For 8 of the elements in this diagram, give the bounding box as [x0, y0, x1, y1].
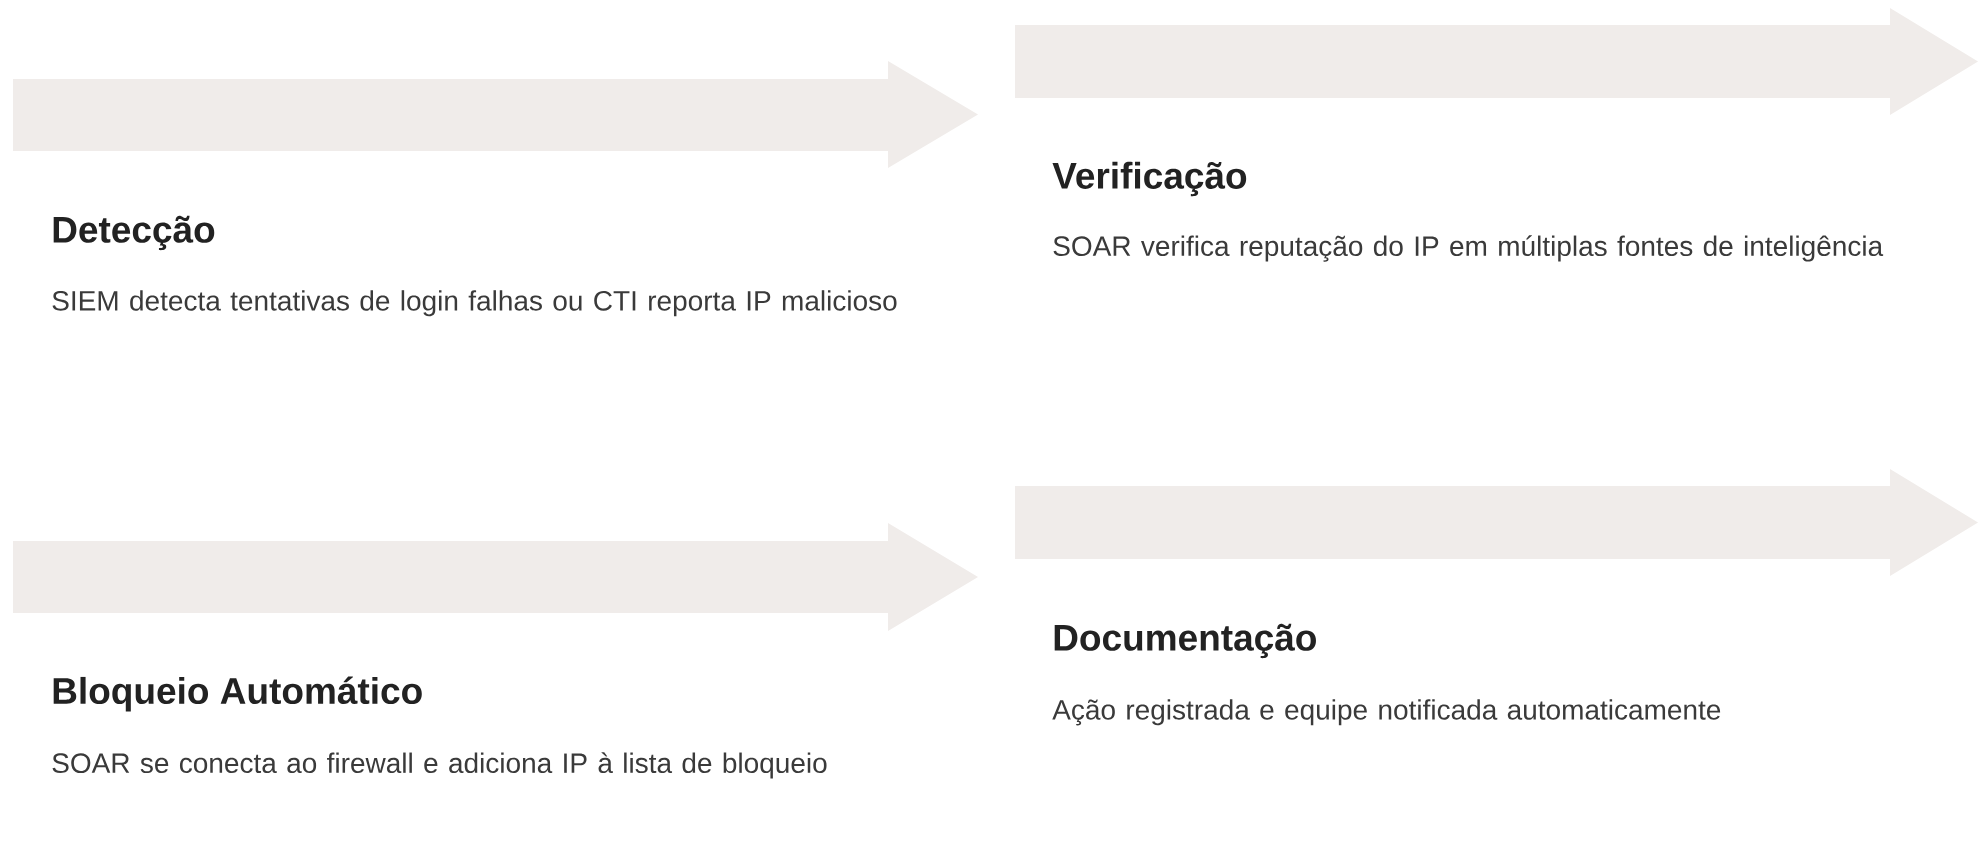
step-heading: Detecção — [53, 215, 215, 251]
step-description: SOAR verifica reputação do IP em múltiplas fontes de inteligência — [1053, 235, 1884, 262]
step-description: SOAR se conecta ao firewall e adiciona IP à lista de bloqueio — [52, 752, 827, 779]
step-heading: Verificação — [1052, 161, 1247, 197]
step-description: Ação registrada e equipe notificada automaticamente — [1052, 699, 1721, 726]
step-description: SIEM detecta tentativas de login falhas ou CTI reporta IP malicioso — [52, 290, 897, 317]
step-heading: Documentação — [1054, 623, 1316, 659]
step-heading: Bloqueio Automático — [53, 676, 422, 712]
